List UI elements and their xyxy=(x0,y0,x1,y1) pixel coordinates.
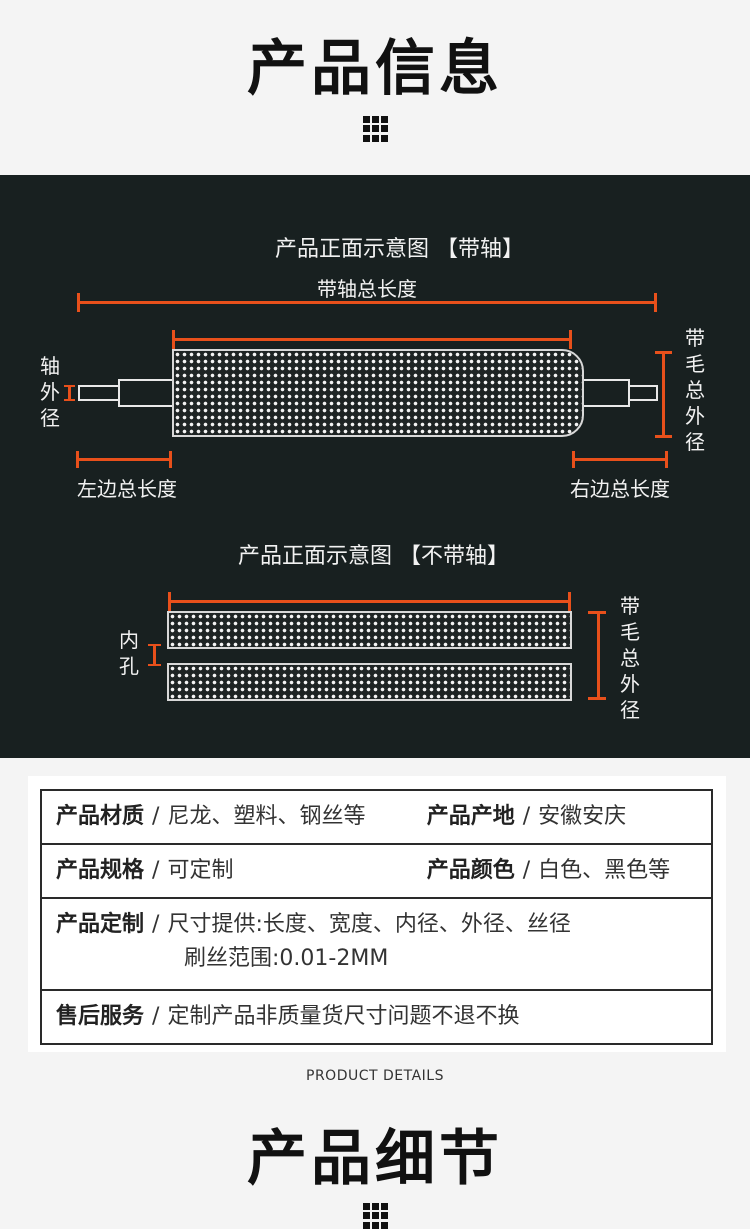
page-title: 产品信息 xyxy=(247,34,503,104)
inner-hole-label: 内孔 xyxy=(119,628,139,678)
total-length-tick-left xyxy=(77,293,80,312)
spec-cell: 产品材质 / 尼龙、塑料、钢丝等 xyxy=(40,789,413,845)
spec-cell: 售后服务 / 定制产品非质量货尺寸问题不退不换 xyxy=(40,989,713,1045)
separator: / xyxy=(152,1004,160,1029)
tube-diameter-line xyxy=(597,612,600,700)
tube-length-tick-right xyxy=(568,592,571,611)
shaft-right xyxy=(580,379,630,407)
brush-diameter-tick-bottom xyxy=(655,435,672,438)
spec-key: 产品定制 xyxy=(56,912,145,937)
right-length-line xyxy=(572,458,668,461)
spec-value: 尺寸提供:长度、宽度、内径、外径、丝径 xyxy=(167,912,571,937)
diagram-caption-without-shaft: 产品正面示意图 【不带轴】 xyxy=(238,544,509,569)
brush-length-tick-right xyxy=(569,330,572,349)
total-length-tick-right xyxy=(654,293,657,312)
brush-length-line xyxy=(172,338,572,341)
shaft-diameter-tick-bottom xyxy=(64,399,75,401)
spec-value: 尼龙、塑料、钢丝等 xyxy=(167,804,366,829)
total-length-line xyxy=(77,301,657,304)
shaft-diameter-line xyxy=(68,386,71,400)
shaft-outer-diameter-label: 轴外径 xyxy=(40,354,60,430)
spec-table: 产品材质 / 尼龙、塑料、钢丝等 产品产地 / 安徽安庆 产品规格 / 可定制 产品颜色 / 白… xyxy=(40,789,714,1045)
shaft-diameter-tick-top xyxy=(64,385,75,387)
spec-cell: 产品产地 / 安徽安庆 xyxy=(412,789,714,845)
details-title: 产品细节 xyxy=(247,1124,503,1194)
diagram-panel: 产品正面示意图 【带轴】 带轴总长度 轴外径 带毛总外径 左边总长度 右边总长度… xyxy=(0,175,750,758)
spec-key: 产品颜色 xyxy=(426,858,515,883)
details-subtitle: PRODUCT DETAILS xyxy=(306,1068,444,1084)
right-length-tick-a xyxy=(572,451,575,468)
right-length-label: 右边总长度 xyxy=(570,477,670,501)
spec-value: 定制产品非质量货尺寸问题不退不换 xyxy=(167,1004,520,1029)
spec-key: 售后服务 xyxy=(56,1004,145,1029)
separator: / xyxy=(152,858,160,883)
shaft-left xyxy=(118,379,174,407)
tube-diameter-tick-top xyxy=(588,611,606,614)
inner-hole-line xyxy=(153,645,156,665)
brush-roller xyxy=(172,349,584,437)
left-length-label: 左边总长度 xyxy=(77,477,177,501)
spec-value: 白色、黑色等 xyxy=(538,858,671,883)
separator: / xyxy=(522,858,531,883)
brush-length-tick-left xyxy=(172,330,175,349)
tube-outer-diameter-label: 带毛总外径 xyxy=(620,594,640,722)
shaft-left-end xyxy=(78,385,120,401)
grid-icon xyxy=(363,116,389,142)
spec-key: 产品规格 xyxy=(56,858,145,883)
inner-hole-tick-bottom xyxy=(148,664,161,666)
separator: / xyxy=(522,804,531,829)
spec-value: 可定制 xyxy=(167,858,234,883)
inner-hole-tick-top xyxy=(148,644,161,646)
spec-row: 产品材质 / 尼龙、塑料、钢丝等 产品产地 / 安徽安庆 xyxy=(40,789,714,845)
brush-diameter-line xyxy=(662,351,665,437)
spec-value-line2: 刷丝范围:0.01-2MM xyxy=(184,946,389,971)
total-length-label: 带轴总长度 xyxy=(317,277,417,301)
spec-cell: 产品定制 / 尺寸提供:长度、宽度、内径、外径、丝径 刷丝范围:0.01-2MM xyxy=(40,897,713,991)
spec-key: 产品材质 xyxy=(56,804,145,829)
spec-row: 产品规格 / 可定制 产品颜色 / 白色、黑色等 xyxy=(40,843,714,899)
left-length-tick-b xyxy=(169,451,172,468)
grid-icon xyxy=(363,1203,389,1229)
spec-cell: 产品规格 / 可定制 xyxy=(40,843,413,899)
brush-diameter-tick-top xyxy=(655,351,672,354)
tube-brush-top xyxy=(167,611,572,649)
spec-cell: 产品颜色 / 白色、黑色等 xyxy=(412,843,714,899)
separator: / xyxy=(152,912,160,937)
spec-row: 售后服务 / 定制产品非质量货尺寸问题不退不换 xyxy=(40,989,713,1045)
left-length-line xyxy=(76,458,172,461)
tube-length-line xyxy=(168,600,571,603)
brush-outer-diameter-label: 带毛总外径 xyxy=(685,326,705,454)
tube-brush-bottom xyxy=(167,663,572,701)
tube-length-tick-left xyxy=(168,592,171,611)
tube-diameter-tick-bottom xyxy=(588,697,606,700)
spec-row: 产品定制 / 尺寸提供:长度、宽度、内径、外径、丝径 刷丝范围:0.01-2MM xyxy=(40,897,713,991)
diagram-caption-with-shaft: 产品正面示意图 【带轴】 xyxy=(275,237,524,262)
spec-key: 产品产地 xyxy=(426,804,515,829)
spec-value: 安徽安庆 xyxy=(538,804,627,829)
separator: / xyxy=(152,804,160,829)
right-length-tick-b xyxy=(665,451,668,468)
left-length-tick-a xyxy=(76,451,79,468)
shaft-right-end xyxy=(628,385,658,401)
